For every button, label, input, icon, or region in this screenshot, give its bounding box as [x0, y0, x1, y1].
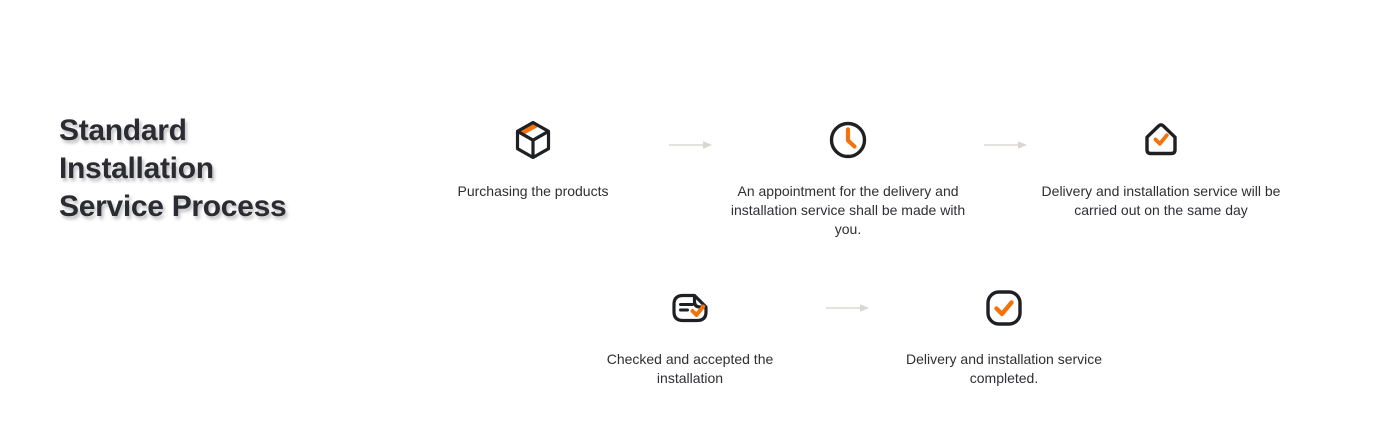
arrow-right-icon: [668, 139, 714, 151]
arrow-right-icon: [825, 302, 871, 314]
process-step-acceptance: Checked and accepted the installation: [540, 284, 840, 388]
step-label: Purchasing the products: [457, 183, 609, 199]
check-square-icon: [980, 284, 1028, 332]
section-title: Standard Installation Service Process: [59, 112, 287, 226]
arrow-right-icon: [983, 139, 1029, 151]
document-check-icon: [666, 284, 714, 332]
process-step-same-day: Delivery and installation service will b…: [1011, 116, 1311, 220]
house-check-icon: [1137, 116, 1185, 164]
step-label: Delivery and installation service will b…: [1041, 183, 1281, 218]
step-label: Checked and accepted the installation: [606, 351, 774, 386]
clock-icon: [824, 116, 872, 164]
section-title-line: Service Process: [59, 190, 287, 223]
step-label: Delivery and installation service comple…: [905, 351, 1103, 386]
process-step-completed: Delivery and installation service comple…: [854, 284, 1154, 388]
section-title-line: Installation: [59, 152, 214, 185]
process-step-appointment: An appointment for the delivery and inst…: [698, 116, 998, 239]
process-step-purchase: Purchasing the products: [383, 116, 683, 201]
package-box-icon: [509, 116, 557, 164]
step-label: An appointment for the delivery and inst…: [730, 183, 966, 237]
section-title-line: Standard: [59, 114, 187, 147]
